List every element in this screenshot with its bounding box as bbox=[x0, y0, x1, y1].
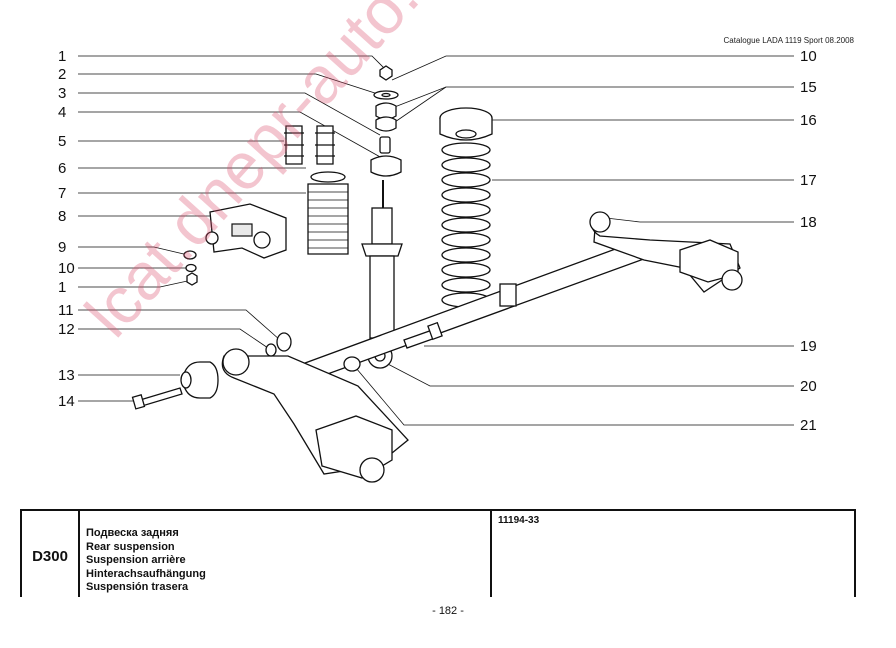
callout-3: 3 bbox=[58, 85, 66, 102]
page-number: - 182 - bbox=[432, 605, 464, 617]
shock-absorber bbox=[361, 180, 403, 369]
callout-17: 17 bbox=[800, 172, 817, 189]
callout-2: 2 bbox=[58, 66, 66, 83]
callout-numbers-left: 1 2 3 4 5 6 7 8 9 10 1 11 12 13 14 bbox=[58, 48, 75, 410]
spacers bbox=[265, 332, 361, 372]
name-ru: Подвеска задняя bbox=[86, 527, 179, 539]
suspension-diagram: 1 2 3 4 5 6 7 8 9 10 1 11 12 13 14 10 15… bbox=[58, 48, 817, 483]
bracket bbox=[205, 203, 287, 259]
callout-1-lower: 1 bbox=[58, 279, 66, 296]
callout-8: 8 bbox=[58, 208, 66, 225]
spring-insulator bbox=[439, 107, 493, 141]
info-table: D300 Подвеска задняя Rear suspension Sus… bbox=[20, 509, 856, 597]
callout-numbers-right: 10 15 16 17 18 19 20 21 bbox=[800, 48, 817, 434]
callout-15: 15 bbox=[800, 79, 817, 96]
callout-14: 14 bbox=[58, 393, 75, 410]
section-names: Подвеска задняя Rear suspension Suspensi… bbox=[80, 511, 492, 597]
callout-21: 21 bbox=[800, 417, 817, 434]
silent-block bbox=[180, 361, 219, 399]
callout-12: 12 bbox=[58, 321, 75, 338]
section-code: D300 bbox=[22, 511, 80, 597]
callout-10-left: 10 bbox=[58, 260, 75, 277]
callout-11: 11 bbox=[58, 302, 74, 319]
callout-10: 10 bbox=[800, 48, 817, 65]
callout-7: 7 bbox=[58, 185, 66, 202]
leaders-left bbox=[78, 55, 387, 402]
name-de: Hinterachsaufhängung bbox=[86, 567, 206, 580]
callout-9: 9 bbox=[58, 239, 66, 256]
callout-5: 5 bbox=[58, 133, 66, 150]
callout-20: 20 bbox=[800, 378, 817, 395]
callout-13: 13 bbox=[58, 367, 75, 384]
callout-4: 4 bbox=[58, 104, 66, 121]
name-es: Suspensión trasera bbox=[86, 581, 189, 593]
shock-bolt bbox=[403, 321, 443, 349]
top-mount-stack bbox=[370, 65, 402, 177]
callout-6: 6 bbox=[58, 160, 66, 177]
name-en: Rear suspension bbox=[86, 540, 175, 553]
coil-spring bbox=[441, 142, 491, 308]
long-bolt bbox=[131, 387, 183, 410]
callout-19: 19 bbox=[800, 338, 817, 355]
rear-axle-beam bbox=[221, 211, 743, 483]
catalogue-header: Catalogue LADA 1119 Sport 08.2008 bbox=[723, 36, 854, 45]
name-fr: Suspension arrière bbox=[86, 554, 186, 566]
bump-stops bbox=[284, 125, 335, 165]
callout-1: 1 bbox=[58, 48, 66, 65]
reference-number: 11194-33 bbox=[498, 515, 540, 526]
leaders-right bbox=[355, 55, 794, 426]
callout-16: 16 bbox=[800, 112, 817, 129]
protective-boot bbox=[307, 171, 349, 255]
callout-18: 18 bbox=[800, 214, 817, 231]
small-nuts bbox=[183, 250, 198, 286]
